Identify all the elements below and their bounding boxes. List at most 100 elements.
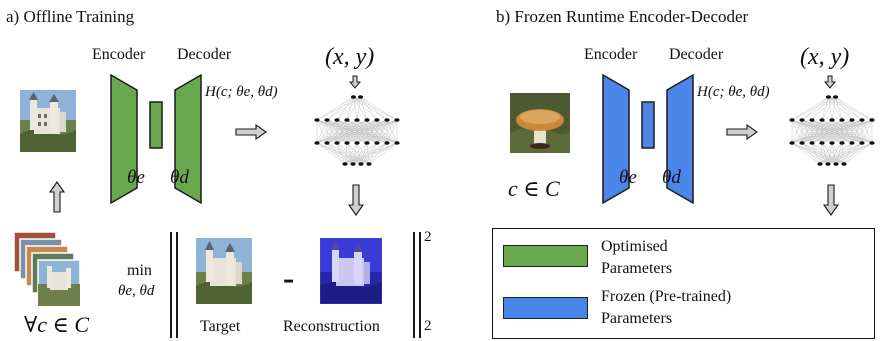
network-edge (835, 96, 873, 121)
panel-b-title: b) Frozen Runtime Encoder-Decoder (496, 7, 749, 26)
network-edge (366, 142, 370, 165)
network-edge (791, 119, 853, 144)
network-node (833, 162, 839, 166)
network-edge (811, 96, 829, 121)
mlp-network-a (314, 95, 400, 166)
decoder-b-label: Decoder (669, 46, 724, 63)
network-edge (835, 96, 863, 121)
network-edge (791, 142, 837, 165)
network-edge (831, 119, 873, 144)
network-node (789, 141, 795, 145)
network-node (394, 118, 400, 122)
network-edge (316, 119, 388, 144)
network-edge (326, 142, 346, 165)
minus-sign: - (283, 260, 295, 297)
network-edge (861, 119, 873, 144)
reconstruction-image (320, 238, 382, 304)
min-params: θe, θd (118, 283, 155, 299)
network-edge (827, 142, 873, 165)
network-edge (316, 119, 338, 144)
network-node (374, 118, 380, 122)
network-edge (841, 119, 873, 144)
network-node (869, 141, 875, 145)
network-edge (819, 142, 863, 165)
image-stack (14, 232, 82, 308)
theta-d-b: θd (662, 167, 681, 188)
network-edge (801, 96, 829, 121)
network-node (357, 95, 364, 99)
network-node (394, 141, 400, 145)
arrow-xy-to-net-b (824, 75, 836, 89)
target-image (196, 238, 252, 304)
network-edge (356, 96, 361, 121)
network-edge (828, 96, 863, 121)
network-edge (819, 142, 823, 165)
network-edge (316, 96, 354, 121)
network-edge (841, 142, 845, 165)
network-edge (336, 96, 354, 121)
theta-d-a: θd (170, 167, 189, 188)
network-edge (353, 96, 358, 121)
network-edge (316, 96, 361, 121)
bottleneck-a-shape (149, 101, 163, 149)
network-edge (791, 119, 823, 144)
network-node (344, 141, 350, 145)
network-edge (360, 142, 388, 165)
network-node (832, 95, 839, 99)
min-label: min (127, 262, 152, 279)
network-edge (835, 142, 853, 165)
network-edge (368, 142, 378, 165)
network-edge (821, 119, 873, 144)
network-node (799, 141, 805, 145)
network-edge (366, 119, 398, 144)
hyper-fn-a: H(c; θe, θd) (205, 84, 278, 100)
decoder-b-shape (666, 73, 694, 205)
network-edge (811, 96, 836, 121)
theta-e-a: θe (127, 167, 145, 188)
network-edge (360, 142, 368, 165)
network-node (364, 141, 370, 145)
network-edge (791, 119, 863, 144)
network-edge (316, 119, 348, 144)
network-edge (336, 142, 346, 165)
encoder-b-label: Encoder (584, 46, 638, 63)
network-edge (360, 96, 368, 121)
network-node (859, 118, 865, 122)
network-edge (819, 142, 853, 165)
reconstruction-label: Reconstruction (283, 318, 380, 335)
network-node (839, 118, 845, 122)
decoder-a-label: Decoder (177, 46, 232, 63)
network-node (825, 162, 831, 166)
network-edge (801, 119, 873, 144)
network-node (825, 95, 832, 99)
network-node (334, 141, 340, 145)
network-edge (368, 142, 398, 165)
legend-frozen-line2: Parameters (601, 310, 673, 327)
network-node (869, 118, 875, 122)
decoder-a-shape (174, 73, 202, 205)
network-edge (801, 96, 836, 121)
norm-superscript: 2 (424, 229, 432, 245)
network-node (358, 162, 364, 166)
castle-image (20, 90, 76, 152)
c-in-C-label: c ∈ C (508, 176, 560, 201)
network-node (817, 162, 823, 166)
forall-label: ∀c ∈ C (24, 312, 90, 337)
network-node (799, 118, 805, 122)
network-node (344, 118, 350, 122)
arrow-up-to-image-a (49, 181, 65, 213)
network-edge (360, 96, 388, 121)
mushroom-image (510, 93, 570, 153)
network-node (374, 141, 380, 145)
network-edge (835, 142, 843, 165)
network-edge (344, 142, 398, 165)
network-edge (376, 119, 398, 144)
network-edge (316, 119, 378, 144)
network-node (324, 141, 330, 145)
network-node (314, 118, 320, 122)
network-edge (791, 119, 833, 144)
network-edge (827, 142, 843, 165)
network-node (366, 162, 372, 166)
encoder-b-shape (602, 73, 630, 205)
